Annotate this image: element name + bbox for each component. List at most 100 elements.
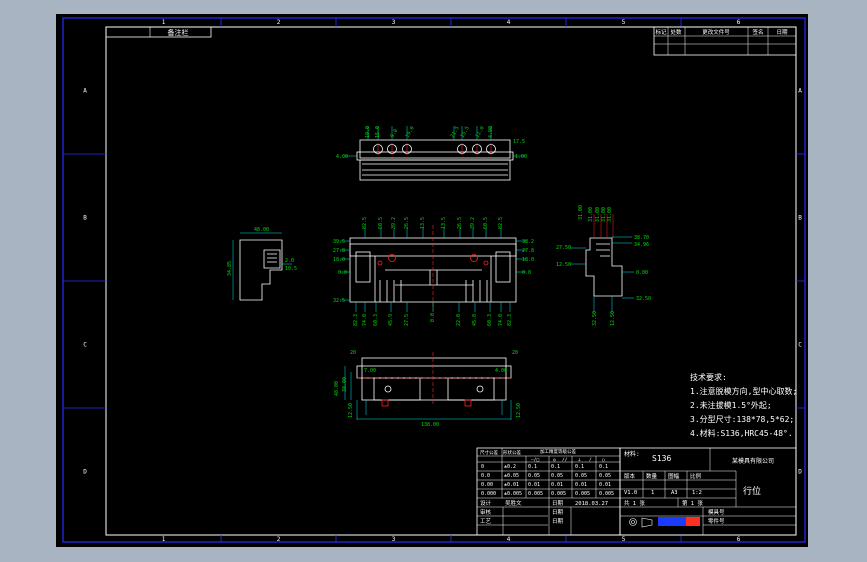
title-block: 材料: S136 某模具有限公司 版本 数量 图幅 比例 V1.0 1 A3 1… [619, 447, 797, 536]
col-label: 1 [162, 536, 166, 543]
sheet-size-label: 图幅 [668, 472, 680, 480]
row-label: B [83, 215, 87, 222]
bottom-dim-2: 20 [512, 350, 518, 356]
front-top-dim-6: 13.5 [441, 217, 447, 229]
tech-note-2: 2.未注拔模1.5°外起; [690, 400, 772, 410]
col-label: 1 [162, 19, 166, 26]
tech-note-3: 3.分型尺寸:138*78,5*62; [690, 414, 794, 424]
version-value: V1.0 [624, 490, 637, 496]
bottom-view-dims: 20 20 7.00 4.00 48.00 38.00 12.50 138.00… [334, 350, 522, 428]
bottom-view [344, 352, 512, 420]
right-dim-4: 31.00 [601, 207, 607, 222]
tolerance-cell: 0.1 [599, 464, 608, 470]
front-bottom-dim-1: 82.3 [353, 314, 359, 326]
tolerance-cell: 0.000 [481, 491, 496, 497]
row-label: C [83, 342, 87, 349]
sheet-page: 第 1 张 [682, 499, 703, 507]
top-dim-6: 15.5 [460, 126, 471, 139]
tech-notes: 技术要求: 1.注意脱模方向,型中心取数; 2.未注拔模1.5°外起; 3.分型… [690, 372, 797, 438]
tol-header-mid: 形状公差 [503, 449, 521, 456]
tolerance-cell: 0 [481, 464, 484, 470]
version-label: 版本 [624, 472, 636, 480]
front-view [340, 225, 526, 312]
bottom-dim-8: 138.00 [421, 422, 439, 428]
front-bottom-dim-3: 60.3 [373, 314, 379, 326]
col-label: 2 [277, 536, 281, 543]
front-bottom-dim-4: 45.9 [388, 314, 394, 326]
front-bottom-dim-7: 22.0 [456, 314, 462, 326]
col-label: 4 [507, 536, 511, 543]
top-dim-10: 4.00 [336, 154, 348, 160]
tolerance-cell: ±0.2 [504, 464, 516, 470]
bottom-dim-5: 48.00 [334, 381, 340, 396]
tolerance-cell: 0.01 [528, 482, 540, 488]
top-left-label-box: 备注栏 [105, 26, 212, 38]
left-dim-1: 48.00 [254, 227, 269, 233]
scale-label: 比例 [690, 472, 702, 480]
tol-symbol-1: —/□ [531, 457, 539, 463]
front-bottom-dim-9: 60.3 [487, 314, 493, 326]
bottom-dim-1: 20 [350, 350, 356, 356]
tol-symbol-5: / [589, 457, 592, 463]
qty-label: 数量 [646, 472, 658, 480]
material-value: S136 [652, 454, 671, 463]
front-bottom-dim-2: 74.0 [362, 314, 368, 326]
top-dim-1: 19.0 [365, 126, 371, 138]
designer-label: 设计 [480, 499, 492, 507]
row-label: D [83, 469, 87, 476]
tolerance-cell: 0.0 [481, 473, 490, 479]
front-left-dim-4: 0.0 [338, 270, 347, 276]
tech-note-4: 4.材料:S136,HRC45-48°. [690, 428, 793, 438]
tolerance-cell: 0.05 [528, 473, 540, 479]
right-dim-12: 32.50 [592, 311, 598, 326]
mold-no-label: 模具号 [708, 508, 725, 516]
part-no-label: 零件号 [708, 517, 725, 525]
tolerance-cell: 0.1 [528, 464, 537, 470]
right-dim-10: 0.00 [636, 270, 648, 276]
left-side-view [232, 232, 292, 301]
tolerance-cell: 0.1 [551, 464, 560, 470]
front-bottom-dim-5: 27.5 [404, 314, 410, 326]
tol-header-span: 加工精度等级公差 [540, 448, 576, 455]
front-bottom-dim-10: 74.0 [498, 314, 504, 326]
qty-value: 1 [651, 490, 654, 496]
tech-note-1: 1.注意脱模方向,型中心取数; [690, 386, 797, 396]
sheet-size-value: A3 [671, 490, 678, 496]
left-side-dims: 48.00 34.85 2.0 10.5 [227, 227, 297, 276]
front-right-dim-2: 27.8 [522, 248, 534, 254]
front-bottom-dim-6: 0.0 [430, 313, 436, 322]
front-left-dim-1: 39.5 [333, 239, 345, 245]
front-top-dim-3: 39.2 [391, 217, 397, 229]
tech-notes-title: 技术要求: [690, 372, 727, 382]
bottom-dim-7: 12.50 [348, 403, 354, 418]
tolerance-cell: 0.01 [551, 482, 563, 488]
col-label: 6 [737, 536, 741, 543]
col-label: 4 [507, 19, 511, 26]
row-label: B [798, 215, 802, 222]
top-dim-9: 17.5 [513, 139, 525, 145]
row-label: A [83, 88, 87, 95]
front-left-dim-2: 27.8 [333, 248, 345, 254]
tolerance-cell: 0.01 [575, 482, 587, 488]
bottom-dim-3: 7.00 [364, 368, 376, 374]
tol-header-left: 尺寸公差 [480, 449, 498, 456]
row-label: A [798, 88, 802, 95]
top-view [345, 126, 525, 181]
bottom-dim-4: 4.00 [495, 368, 507, 374]
tolerance-cell: 0.05 [575, 473, 587, 479]
outer-border [62, 17, 806, 543]
drawing-sheet [56, 14, 808, 547]
front-right-dim-1: 38.2 [522, 239, 534, 245]
review-label: 审核 [480, 508, 492, 516]
tolerance-cell: 0.005 [528, 491, 543, 497]
tolerance-cell: ±0.005 [504, 491, 522, 497]
tol-symbol-3: // [562, 457, 568, 463]
right-dim-13: 12.50 [610, 311, 616, 326]
top-dim-2: 15.0 [375, 126, 381, 138]
top-left-label: 备注栏 [168, 28, 189, 37]
front-top-dim-1: 82.5 [362, 217, 368, 229]
tolerance-cell: 0.1 [575, 464, 584, 470]
